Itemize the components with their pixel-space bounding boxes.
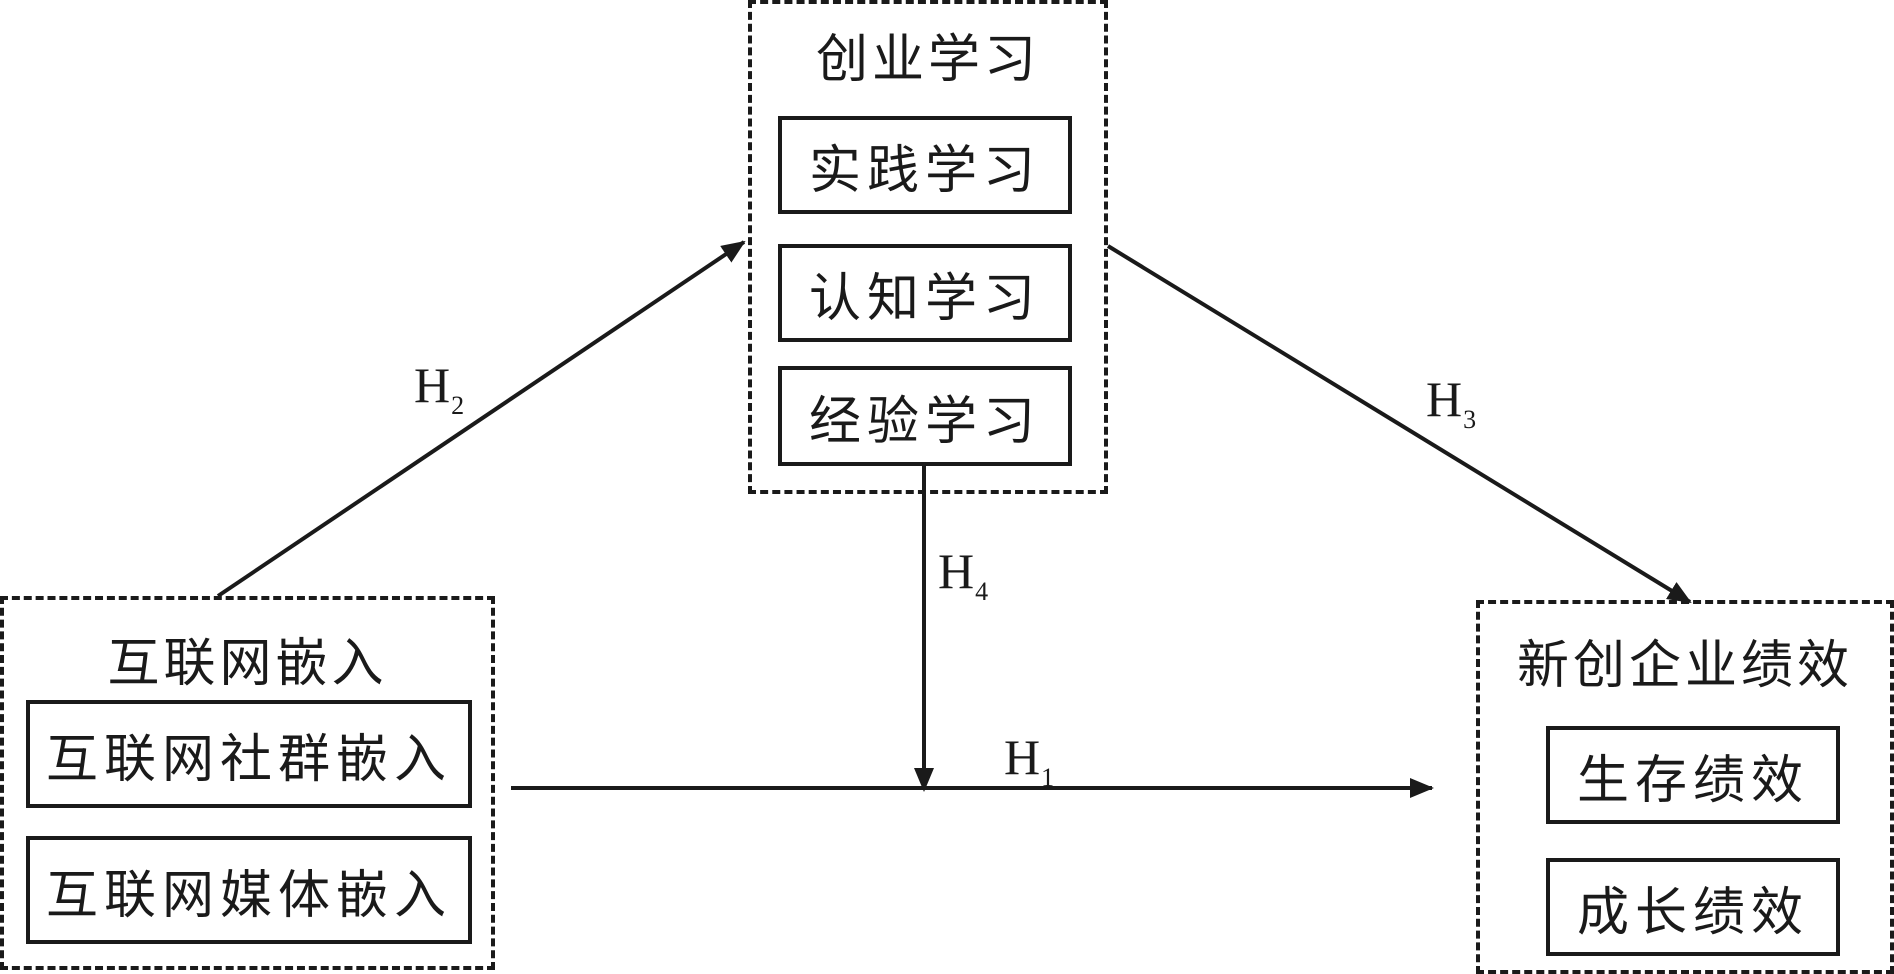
performance-item-survival: 生存绩效 xyxy=(1546,726,1840,824)
learning-item-cognitive: 认知学习 xyxy=(778,244,1072,342)
hypothesis-h3-base: H xyxy=(1426,371,1463,427)
learning-group: 创业学习 实践学习 认知学习 经验学习 xyxy=(748,0,1108,494)
performance-group: 新创企业绩效 生存绩效 成长绩效 xyxy=(1476,600,1894,974)
hypothesis-label-h4: H4 xyxy=(938,543,988,605)
hypothesis-h2-base: H xyxy=(414,357,451,413)
hypothesis-h3-sub: 3 xyxy=(1463,405,1477,434)
learning-group-title: 创业学习 xyxy=(815,30,1040,90)
learning-item-practice: 实践学习 xyxy=(778,116,1072,214)
arrow-h2 xyxy=(216,240,746,598)
hypothesis-label-h1: H1 xyxy=(1004,729,1054,791)
embedding-item-community: 互联网社群嵌入 xyxy=(26,700,472,808)
arrow-h3 xyxy=(1106,244,1692,604)
hypothesis-h4-base: H xyxy=(938,543,975,599)
performance-group-title: 新创企业绩效 xyxy=(1516,636,1853,696)
performance-item-growth: 成长绩效 xyxy=(1546,858,1840,956)
hypothesis-h1-sub: 1 xyxy=(1041,763,1055,792)
hypothesis-h2-sub: 2 xyxy=(451,391,465,420)
learning-item-experiential: 经验学习 xyxy=(778,366,1072,466)
hypothesis-label-h2: H2 xyxy=(414,357,464,419)
hypothesis-h4-sub: 4 xyxy=(975,577,989,606)
embedding-group-title: 互联网嵌入 xyxy=(107,634,388,694)
hypothesis-h1-base: H xyxy=(1004,729,1041,785)
embedding-item-media: 互联网媒体嵌入 xyxy=(26,836,472,944)
hypothesis-label-h3: H3 xyxy=(1426,371,1476,433)
embedding-group: 互联网嵌入 互联网社群嵌入 互联网媒体嵌入 xyxy=(0,596,495,970)
